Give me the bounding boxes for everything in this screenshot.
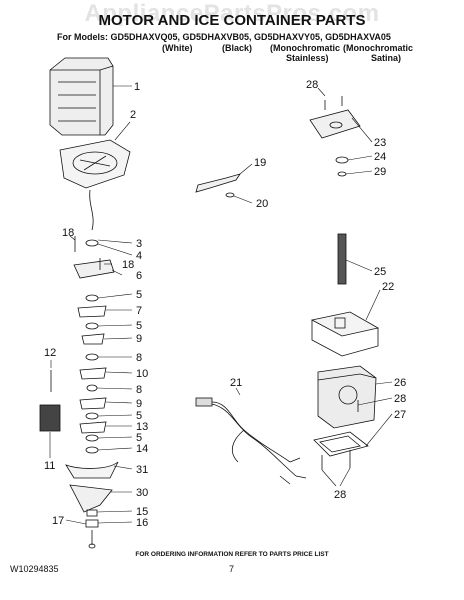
- callout-1: 1: [134, 81, 140, 93]
- callout-9-b: 9: [136, 398, 142, 410]
- left-parts-stack: [65, 239, 119, 549]
- callout-17: 17: [52, 515, 64, 527]
- callout-7: 7: [136, 305, 142, 317]
- callout-25: 25: [374, 266, 386, 278]
- callout-28-top: 28: [306, 79, 318, 91]
- callout-19: 19: [254, 157, 266, 169]
- callout-28-bottom: 28: [334, 489, 346, 501]
- callout-16: 16: [136, 517, 148, 529]
- callout-28-mid: 28: [394, 393, 406, 405]
- callout-8-a: 8: [136, 352, 142, 364]
- callout-5-c: 5: [136, 410, 142, 422]
- ordering-footer: FOR ORDERING INFORMATION REFER TO PARTS …: [135, 551, 329, 558]
- callout-8-b: 8: [136, 384, 142, 396]
- models-line: For Models: GD5DHAXVQ05, GD5DHAXVB05, GD…: [57, 32, 391, 42]
- callout-26: 26: [394, 377, 406, 389]
- callout-12: 12: [44, 347, 56, 359]
- callout-13: 13: [136, 421, 148, 433]
- bracket-part: [195, 173, 241, 198]
- front-cover-part: [59, 139, 131, 189]
- variant-satina: (Monochromatic: [343, 43, 414, 53]
- callout-31: 31: [136, 464, 148, 476]
- callout-5-a: 5: [136, 289, 142, 301]
- callout-21: 21: [230, 377, 242, 389]
- motor-part: [317, 365, 377, 429]
- variant-white: (White): [162, 43, 193, 53]
- callout-20: 20: [256, 198, 268, 210]
- callout-22: 22: [382, 281, 394, 293]
- callout-27: 27: [394, 409, 406, 421]
- variant-satina-line2: Satina): [371, 53, 402, 63]
- callout-9-a: 9: [136, 333, 142, 345]
- callout-15: 15: [136, 506, 148, 518]
- callout-14: 14: [136, 443, 148, 455]
- callout-30: 30: [136, 487, 148, 499]
- callout-24: 24: [374, 151, 386, 163]
- ice-container-part: [49, 57, 114, 136]
- right-parts-stack: [309, 96, 380, 357]
- callout-18-left: 18: [62, 227, 74, 239]
- variant-stainless-line2: Stainless): [286, 53, 329, 63]
- callout-6: 6: [136, 270, 142, 282]
- callout-29: 29: [374, 166, 386, 178]
- variant-stainless: (Monochromatic: [270, 43, 341, 53]
- callout-23: 23: [374, 137, 386, 149]
- callout-5-b: 5: [136, 320, 142, 332]
- page-title: MOTOR AND ICE CONTAINER PARTS: [98, 12, 366, 29]
- callout-10: 10: [136, 368, 148, 380]
- callout-5-d: 5: [136, 432, 142, 444]
- page-number: 7: [229, 564, 235, 574]
- variant-black: (Black): [222, 43, 253, 53]
- document-number: W10294835: [10, 564, 59, 574]
- wire-harness-part: [195, 397, 307, 485]
- callout-3: 3: [136, 238, 142, 250]
- sensor-parts: [39, 370, 61, 432]
- callout-4: 4: [136, 250, 142, 262]
- callout-2: 2: [130, 109, 136, 121]
- callout-11: 11: [44, 460, 55, 472]
- callout-18-right: 18: [122, 259, 134, 271]
- watermark: AppliancePartsPros.com: [84, 0, 380, 27]
